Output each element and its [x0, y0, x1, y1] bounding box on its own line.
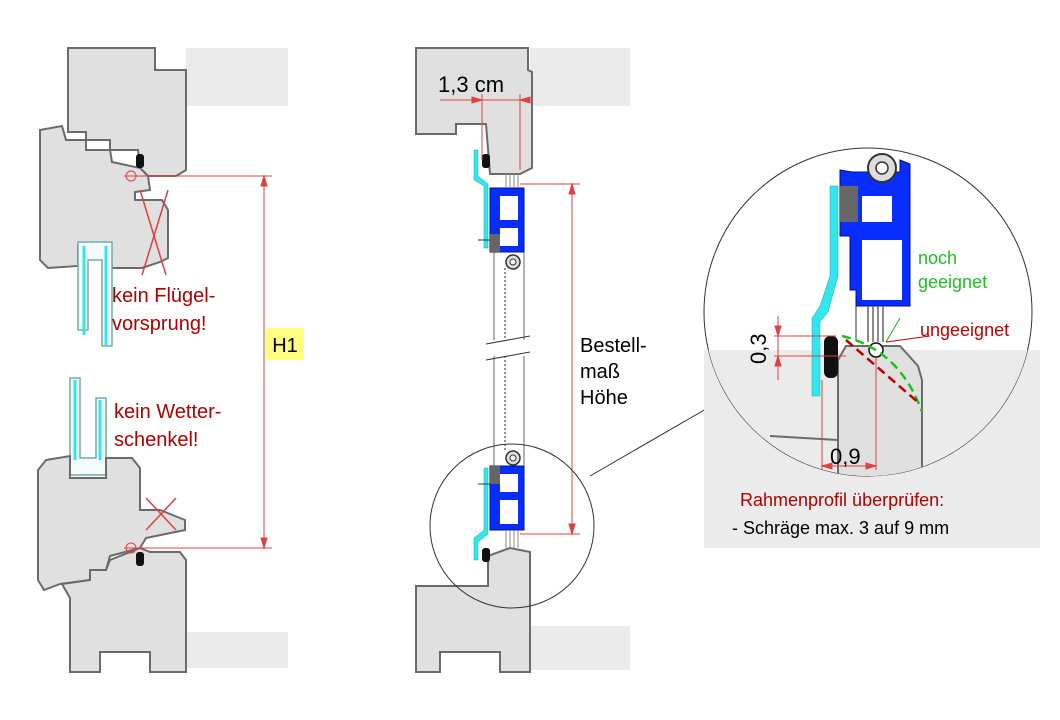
- check-title: Rahmenprofil überprüfen:: [740, 490, 944, 510]
- wall-strip-top: [186, 48, 288, 106]
- top-frame-profile: [415, 47, 533, 175]
- unsuitable-curve: [845, 339, 921, 405]
- detail-clamp: [811, 185, 839, 397]
- warning-sash-line-2: vorsprung!: [112, 313, 207, 335]
- clamp-top: [473, 149, 489, 249]
- warning-sash-line-1: kein Flügel-: [112, 285, 215, 307]
- wall-strip-bottom: [186, 632, 288, 668]
- suitable-label-line-2: geeignet: [918, 272, 987, 292]
- middle-section: [415, 47, 733, 673]
- enlarged-detail: [703, 147, 1040, 548]
- seal-bottom: [482, 548, 490, 562]
- check-rule: - Schräge max. 3 auf 9 mm: [732, 518, 949, 538]
- detail-marker-circle: [429, 443, 595, 609]
- screen-mesh: [493, 252, 525, 466]
- wall-strip-bottom: [530, 626, 630, 670]
- dim-vertical-label: 0,3: [746, 333, 771, 364]
- bottom-frame-profile: [415, 546, 531, 673]
- order-height-line-1: Bestell-: [580, 335, 647, 357]
- order-height-line-2: maß: [580, 361, 620, 383]
- detail-frame-profile: [837, 345, 923, 476]
- width-label: 1,3 cm: [438, 72, 504, 97]
- suitable-label-line-1: noch: [918, 248, 957, 268]
- break-marks: [485, 335, 531, 361]
- glass-pane-top: [77, 241, 113, 347]
- detail-seal: [824, 336, 838, 378]
- h1-highlight: [266, 328, 304, 360]
- brush-seals: [505, 174, 519, 548]
- seal-top: [136, 154, 144, 168]
- order-height-line-3: Höhe: [580, 387, 628, 409]
- order-height-dimension: [520, 182, 580, 536]
- left-window-section: [37, 47, 304, 673]
- clamp-bottom: [473, 467, 489, 561]
- labels: kein Flügel- vorsprung! kein Wetter- sch…: [112, 72, 1009, 538]
- h1-label: H1: [272, 335, 298, 357]
- width-dimension: [440, 94, 531, 170]
- cross-mark-sill: [145, 497, 177, 531]
- wall-strip-top: [530, 48, 630, 106]
- unsuitable-label: ungeeignet: [920, 320, 1009, 340]
- warning-sill-line-2: schenkel!: [114, 429, 199, 451]
- bottom-frame-profile: [60, 546, 187, 673]
- bottom-sash-profile: [37, 454, 186, 592]
- warning-sill-line-1: kein Wetter-: [114, 401, 221, 423]
- seal-bottom: [136, 552, 144, 566]
- h1-dimension: [124, 174, 272, 550]
- cross-mark-sash: [139, 189, 169, 276]
- suitable-curve: [841, 334, 924, 413]
- glass-pane-bottom: [69, 377, 107, 476]
- screen-profile-top: [489, 187, 525, 270]
- screen-profile-bottom: [489, 450, 525, 531]
- dim-horizontal-label: 0,9: [830, 444, 861, 469]
- seal-top: [482, 154, 490, 168]
